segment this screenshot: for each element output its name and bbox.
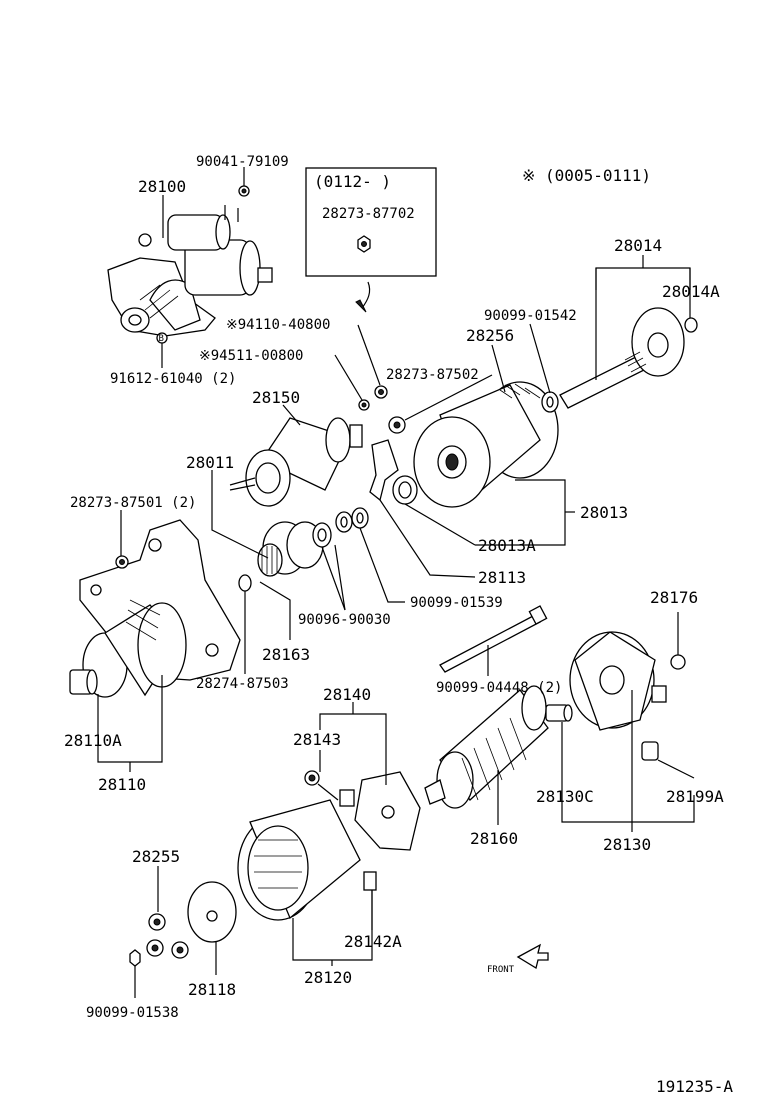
label-90099-04448: 90099-04448 (2) [436, 680, 562, 696]
through-bolt-90099-04448 [439, 605, 548, 673]
label-28176: 28176 [650, 588, 698, 607]
drive-lever-28113 [369, 439, 399, 502]
label-28273-87501: 28273-87501 (2) [70, 495, 196, 511]
ring-28014A [684, 317, 698, 333]
gear-housing-28013 [413, 381, 559, 508]
planetary-gears-28255 [146, 913, 189, 959]
legend-range-note: ※ (0005-0111) [522, 166, 651, 185]
label-28163: 28163 [262, 645, 310, 664]
brush-28142A [363, 871, 377, 891]
front-direction-arrow: FRONT [487, 943, 549, 975]
field-frame-28120 [237, 799, 361, 921]
nut-90041-79109 [238, 185, 250, 197]
front-housing-28110 [79, 519, 241, 698]
label-28256: 28256 [466, 326, 514, 345]
nut-28273-87502 [388, 416, 406, 434]
label-28014: 28014 [614, 236, 662, 255]
bolt-91612-61040: B [156, 332, 168, 344]
label-94110-40800: ※94110-40800 [226, 317, 330, 333]
label-28150: 28150 [252, 388, 300, 407]
washer-90099-01542 [541, 391, 559, 413]
label-28130: 28130 [603, 835, 651, 854]
ring-90096-90030 [312, 522, 332, 548]
label-28110: 28110 [98, 775, 146, 794]
bearing-28013A [392, 475, 418, 505]
label-28110A: 28110A [64, 731, 122, 750]
starter-assembly-28100 [107, 205, 273, 337]
washer-94511-00800 [358, 399, 370, 411]
label-28130C: 28130C [536, 787, 594, 806]
marker-b: B [159, 334, 164, 344]
label-28100: 28100 [138, 177, 186, 196]
label-28255: 28255 [132, 847, 180, 866]
label-28013: 28013 [580, 503, 628, 522]
legend-box-range: (0112- ) [314, 172, 391, 191]
label-90099-01538: 90099-01538 [86, 1005, 179, 1021]
dust-cover-28118 [187, 881, 237, 943]
bushing-28130C [545, 704, 573, 722]
label-90099-01539: 90099-01539 [410, 595, 503, 611]
label-90099-01542: 90099-01542 [484, 308, 577, 324]
armature-28160 [424, 685, 549, 809]
label-28143: 28143 [293, 730, 341, 749]
solenoid-switch-28150 [229, 417, 363, 507]
diagram-code: 191235-A [656, 1077, 733, 1096]
label-91612-61040: 91612-61040 (2) [110, 371, 236, 387]
brush-holder-28140 [304, 770, 421, 851]
nut-28273-87501 [115, 555, 129, 569]
label-28140: 28140 [323, 685, 371, 704]
washer-90099-01539 [335, 507, 369, 533]
label-28160: 28160 [470, 829, 518, 848]
ring-28163 [238, 574, 252, 592]
label-94511-00800: ※94511-00800 [199, 348, 303, 364]
label-28118: 28118 [188, 980, 236, 999]
label-28014A: 28014A [662, 282, 720, 301]
label-28120: 28120 [304, 968, 352, 987]
label-28273-87502: 28273-87502 [386, 367, 479, 383]
front-label: FRONT [487, 965, 515, 975]
leader-lines [97, 167, 695, 998]
cap-28199A [641, 741, 659, 761]
output-shaft-28014 [559, 307, 685, 409]
pinion-clutch-28011 [257, 521, 324, 577]
legend-box-part: 28273-87702 [322, 206, 415, 222]
label-28142A: 28142A [344, 932, 402, 951]
label-28011: 28011 [186, 453, 234, 472]
washer-90099-01538 [129, 949, 141, 967]
label-28199A: 28199A [666, 787, 724, 806]
bushing-28110A [69, 669, 98, 695]
screw-28176 [670, 640, 686, 670]
end-frame-28130 [569, 631, 667, 731]
nut-94110-40800 [374, 385, 388, 399]
label-28274-87503: 28274-87503 [196, 676, 289, 692]
revision-callout-box [305, 167, 437, 313]
label-90041-79109: 90041-79109 [196, 154, 289, 170]
label-28113: 28113 [478, 568, 526, 587]
label-28013A: 28013A [478, 536, 536, 555]
label-90096-90030: 90096-90030 [298, 612, 391, 628]
